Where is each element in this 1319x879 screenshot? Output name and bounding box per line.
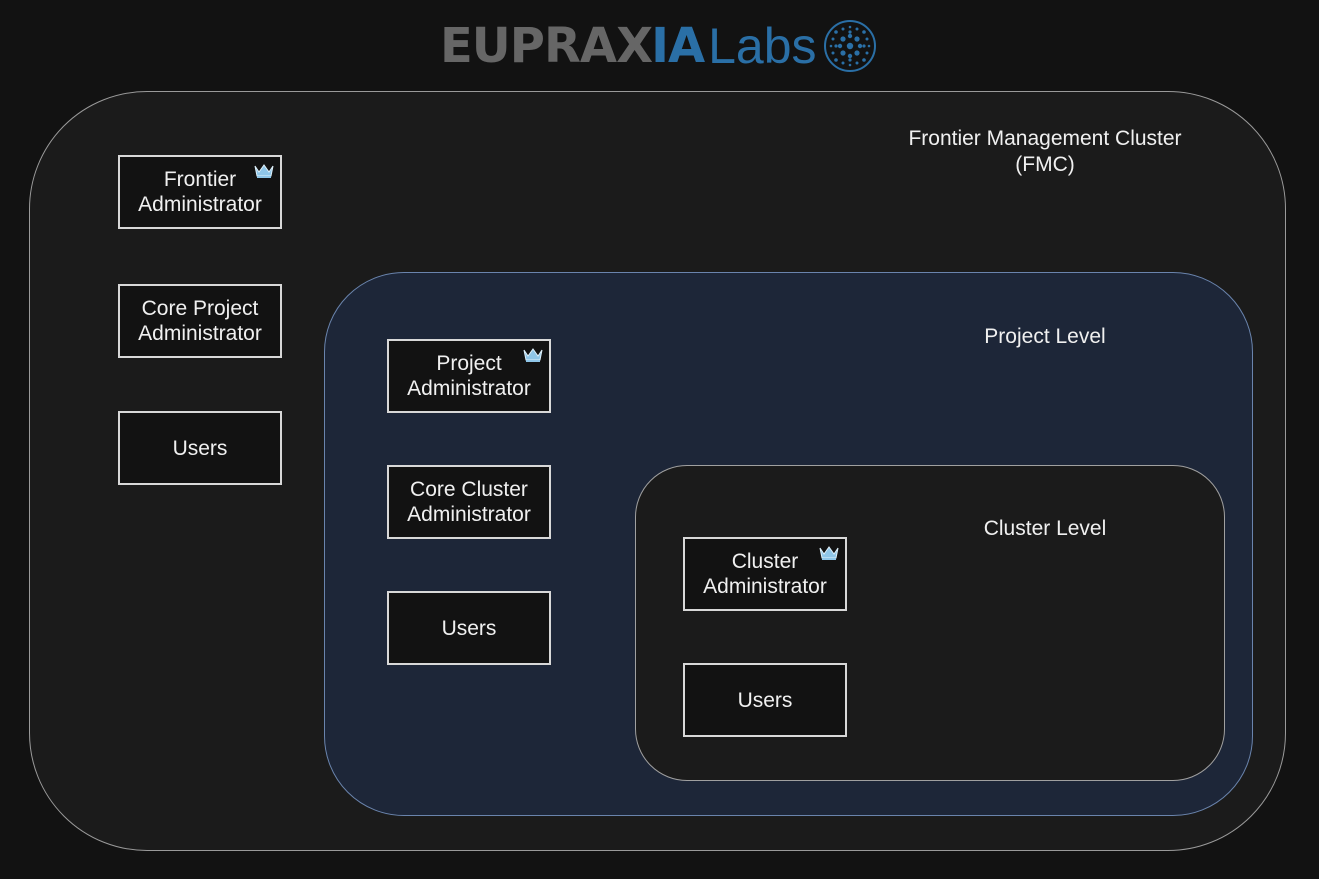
project-administrator-box: Project Administrator xyxy=(387,339,551,413)
project-level-label: Project Level xyxy=(984,325,1106,348)
core-cluster-administrator-box: Core Cluster Administrator xyxy=(387,465,551,539)
logo-text-eupra: EUPRA xyxy=(440,18,617,74)
role-label: Project Administrator xyxy=(407,352,531,400)
cluster-users-box: Users xyxy=(683,663,847,737)
role-label: Core Project Administrator xyxy=(138,297,262,345)
role-label: Users xyxy=(441,616,497,640)
role-label: Cluster Administrator xyxy=(703,550,827,598)
role-label: Users xyxy=(737,688,793,712)
core-project-administrator-box: Core Project Administrator xyxy=(118,284,282,358)
role-label: Users xyxy=(172,436,228,460)
crown-icon xyxy=(523,348,543,362)
eupraxia-labs-logo: EUPRA X IA Labs xyxy=(440,18,890,74)
project-users-box: Users xyxy=(387,591,551,665)
role-label: Core Cluster Administrator xyxy=(407,478,531,526)
crown-icon xyxy=(254,164,274,178)
role-label: Frontier Administrator xyxy=(138,168,262,216)
logo-text-x: X xyxy=(616,18,653,74)
logo-text-ia: IA xyxy=(651,18,705,74)
cluster-administrator-box: Cluster Administrator xyxy=(683,537,847,611)
frontier-administrator-box: Frontier Administrator xyxy=(118,155,282,229)
logo-text-labs: Labs xyxy=(708,18,817,74)
fmc-users-box: Users xyxy=(118,411,282,485)
fmc-label: Frontier Management Cluster (FMC) xyxy=(908,127,1182,176)
logo-dot-globe-icon xyxy=(823,20,876,72)
crown-icon xyxy=(819,546,839,560)
cluster-level-label: Cluster Level xyxy=(983,517,1107,540)
